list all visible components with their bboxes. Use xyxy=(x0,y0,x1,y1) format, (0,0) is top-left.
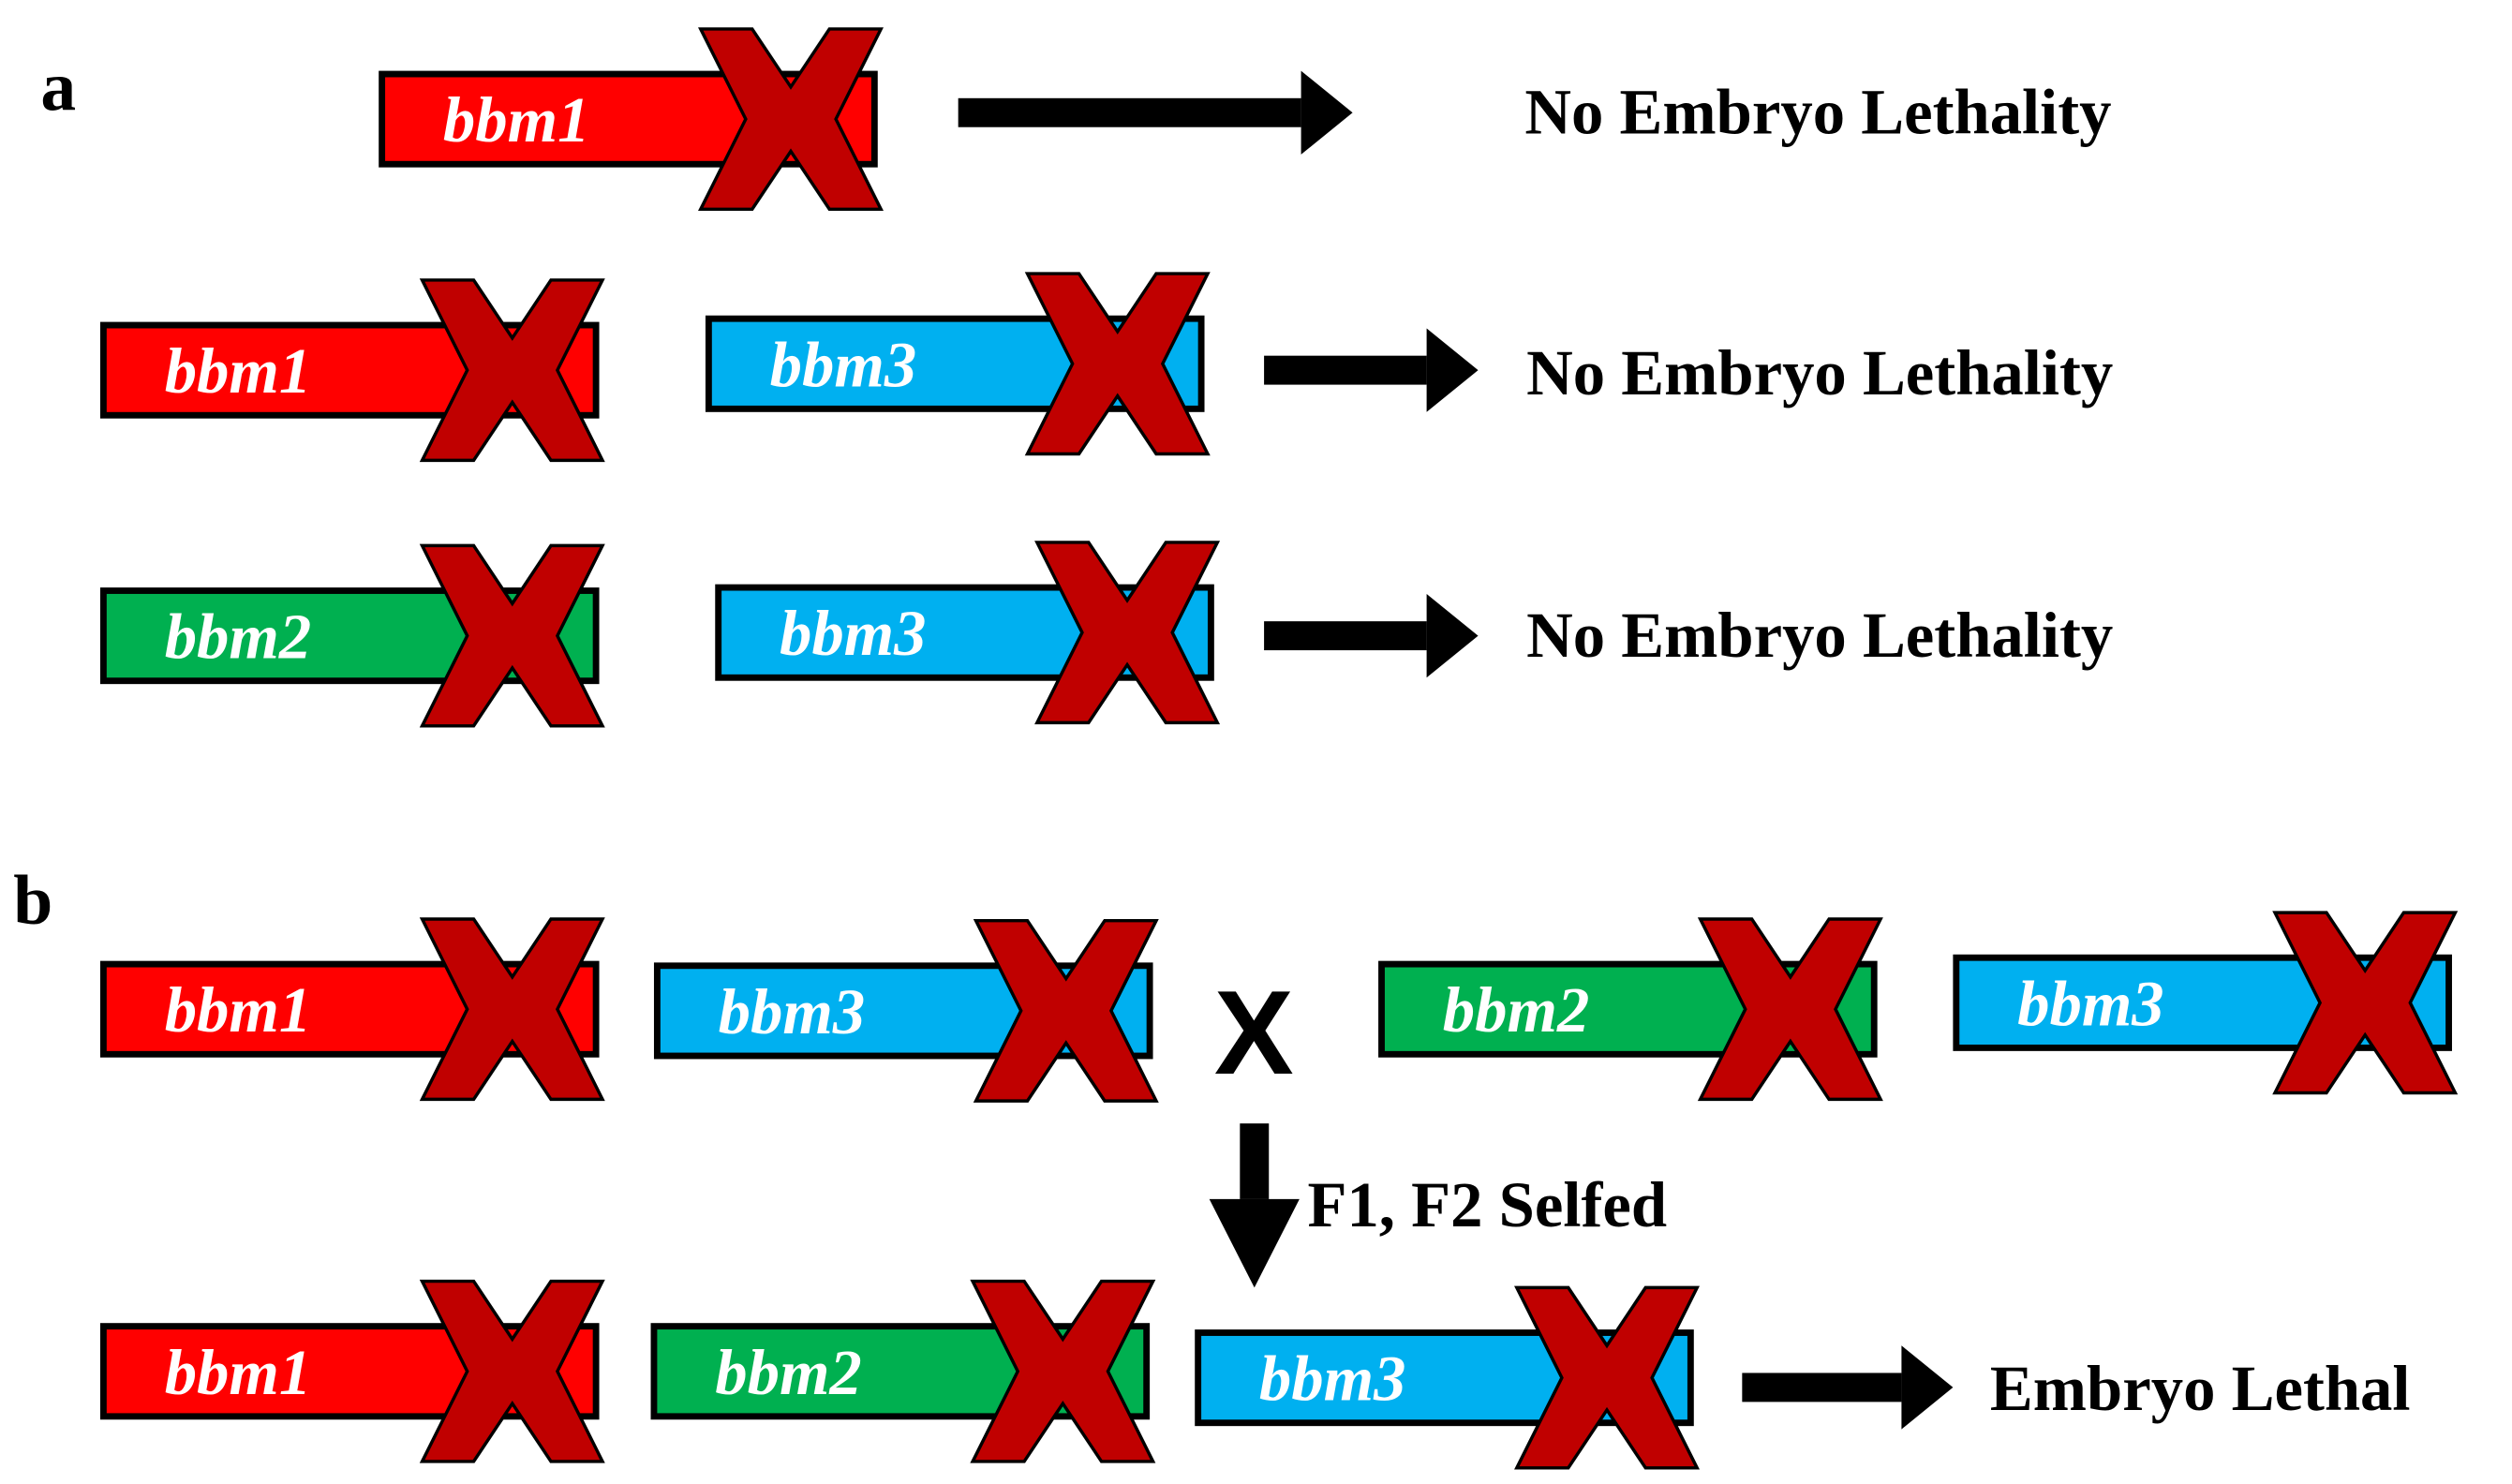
gene-label: bbm1 xyxy=(443,84,590,156)
gene-construct: bbm2 xyxy=(99,543,605,728)
panel-label-b: b xyxy=(13,862,52,940)
x-mark-icon xyxy=(970,1279,1156,1463)
gene-label: bbm3 xyxy=(1259,1343,1406,1415)
gene-construct: bbm2 xyxy=(1378,917,1883,1102)
x-mark-icon xyxy=(419,543,605,728)
arrow-right-icon xyxy=(958,70,1353,155)
arrow-right-icon xyxy=(1264,328,1479,412)
x-mark-icon xyxy=(1697,917,1883,1102)
gene-construct: bbm2 xyxy=(650,1279,1156,1463)
outcome-text: Embryo Lethal xyxy=(1990,1353,2411,1424)
outcome-text: No Embryo Lethality xyxy=(1526,337,2113,408)
gene-label: bbm1 xyxy=(165,335,312,407)
gene-construct: bbm3 xyxy=(653,918,1159,1103)
x-mark-icon xyxy=(419,1279,605,1463)
gene-construct: bbm1 xyxy=(99,917,605,1102)
gene-label: bbm1 xyxy=(165,1337,312,1408)
gene-construct: bbm3 xyxy=(1195,1285,1701,1470)
gene-construct: bbm3 xyxy=(1953,911,2459,1095)
gene-construct: bbm1 xyxy=(99,1279,605,1463)
gene-label: bbm2 xyxy=(715,1337,862,1408)
x-mark-icon xyxy=(698,27,884,212)
gene-label: bbm1 xyxy=(165,974,312,1046)
gene-label: bbm3 xyxy=(719,976,866,1047)
gene-construct: bbm3 xyxy=(705,272,1211,456)
x-mark-icon xyxy=(1514,1285,1701,1470)
gene-label: bbm3 xyxy=(2017,968,2164,1039)
gene-construct: bbm1 xyxy=(379,27,884,212)
cross-symbol: X xyxy=(1214,966,1294,1099)
outcome-text: No Embryo Lethality xyxy=(1526,600,2113,671)
gene-label: bbm2 xyxy=(1443,974,1590,1046)
arrow-right-icon xyxy=(1264,593,1479,678)
gene-label: bbm3 xyxy=(780,598,927,669)
gene-construct: bbm3 xyxy=(715,541,1221,725)
gene-label: bbm2 xyxy=(165,601,312,673)
gene-construct: bbm1 xyxy=(99,278,605,463)
outcome-text: No Embryo Lethality xyxy=(1524,77,2111,148)
x-mark-icon xyxy=(973,918,1159,1103)
x-mark-icon xyxy=(419,917,605,1102)
panel-label-a: a xyxy=(40,48,76,126)
x-mark-icon xyxy=(1024,272,1211,456)
x-mark-icon xyxy=(2272,911,2459,1095)
gene-label: bbm3 xyxy=(770,329,917,400)
x-mark-icon xyxy=(1034,541,1221,725)
selfing-step-label: F1, F2 Selfed xyxy=(1307,1169,1667,1240)
arrow-right-icon xyxy=(1742,1345,1954,1430)
arrow-down-icon xyxy=(1209,1123,1300,1288)
x-mark-icon xyxy=(419,278,605,463)
